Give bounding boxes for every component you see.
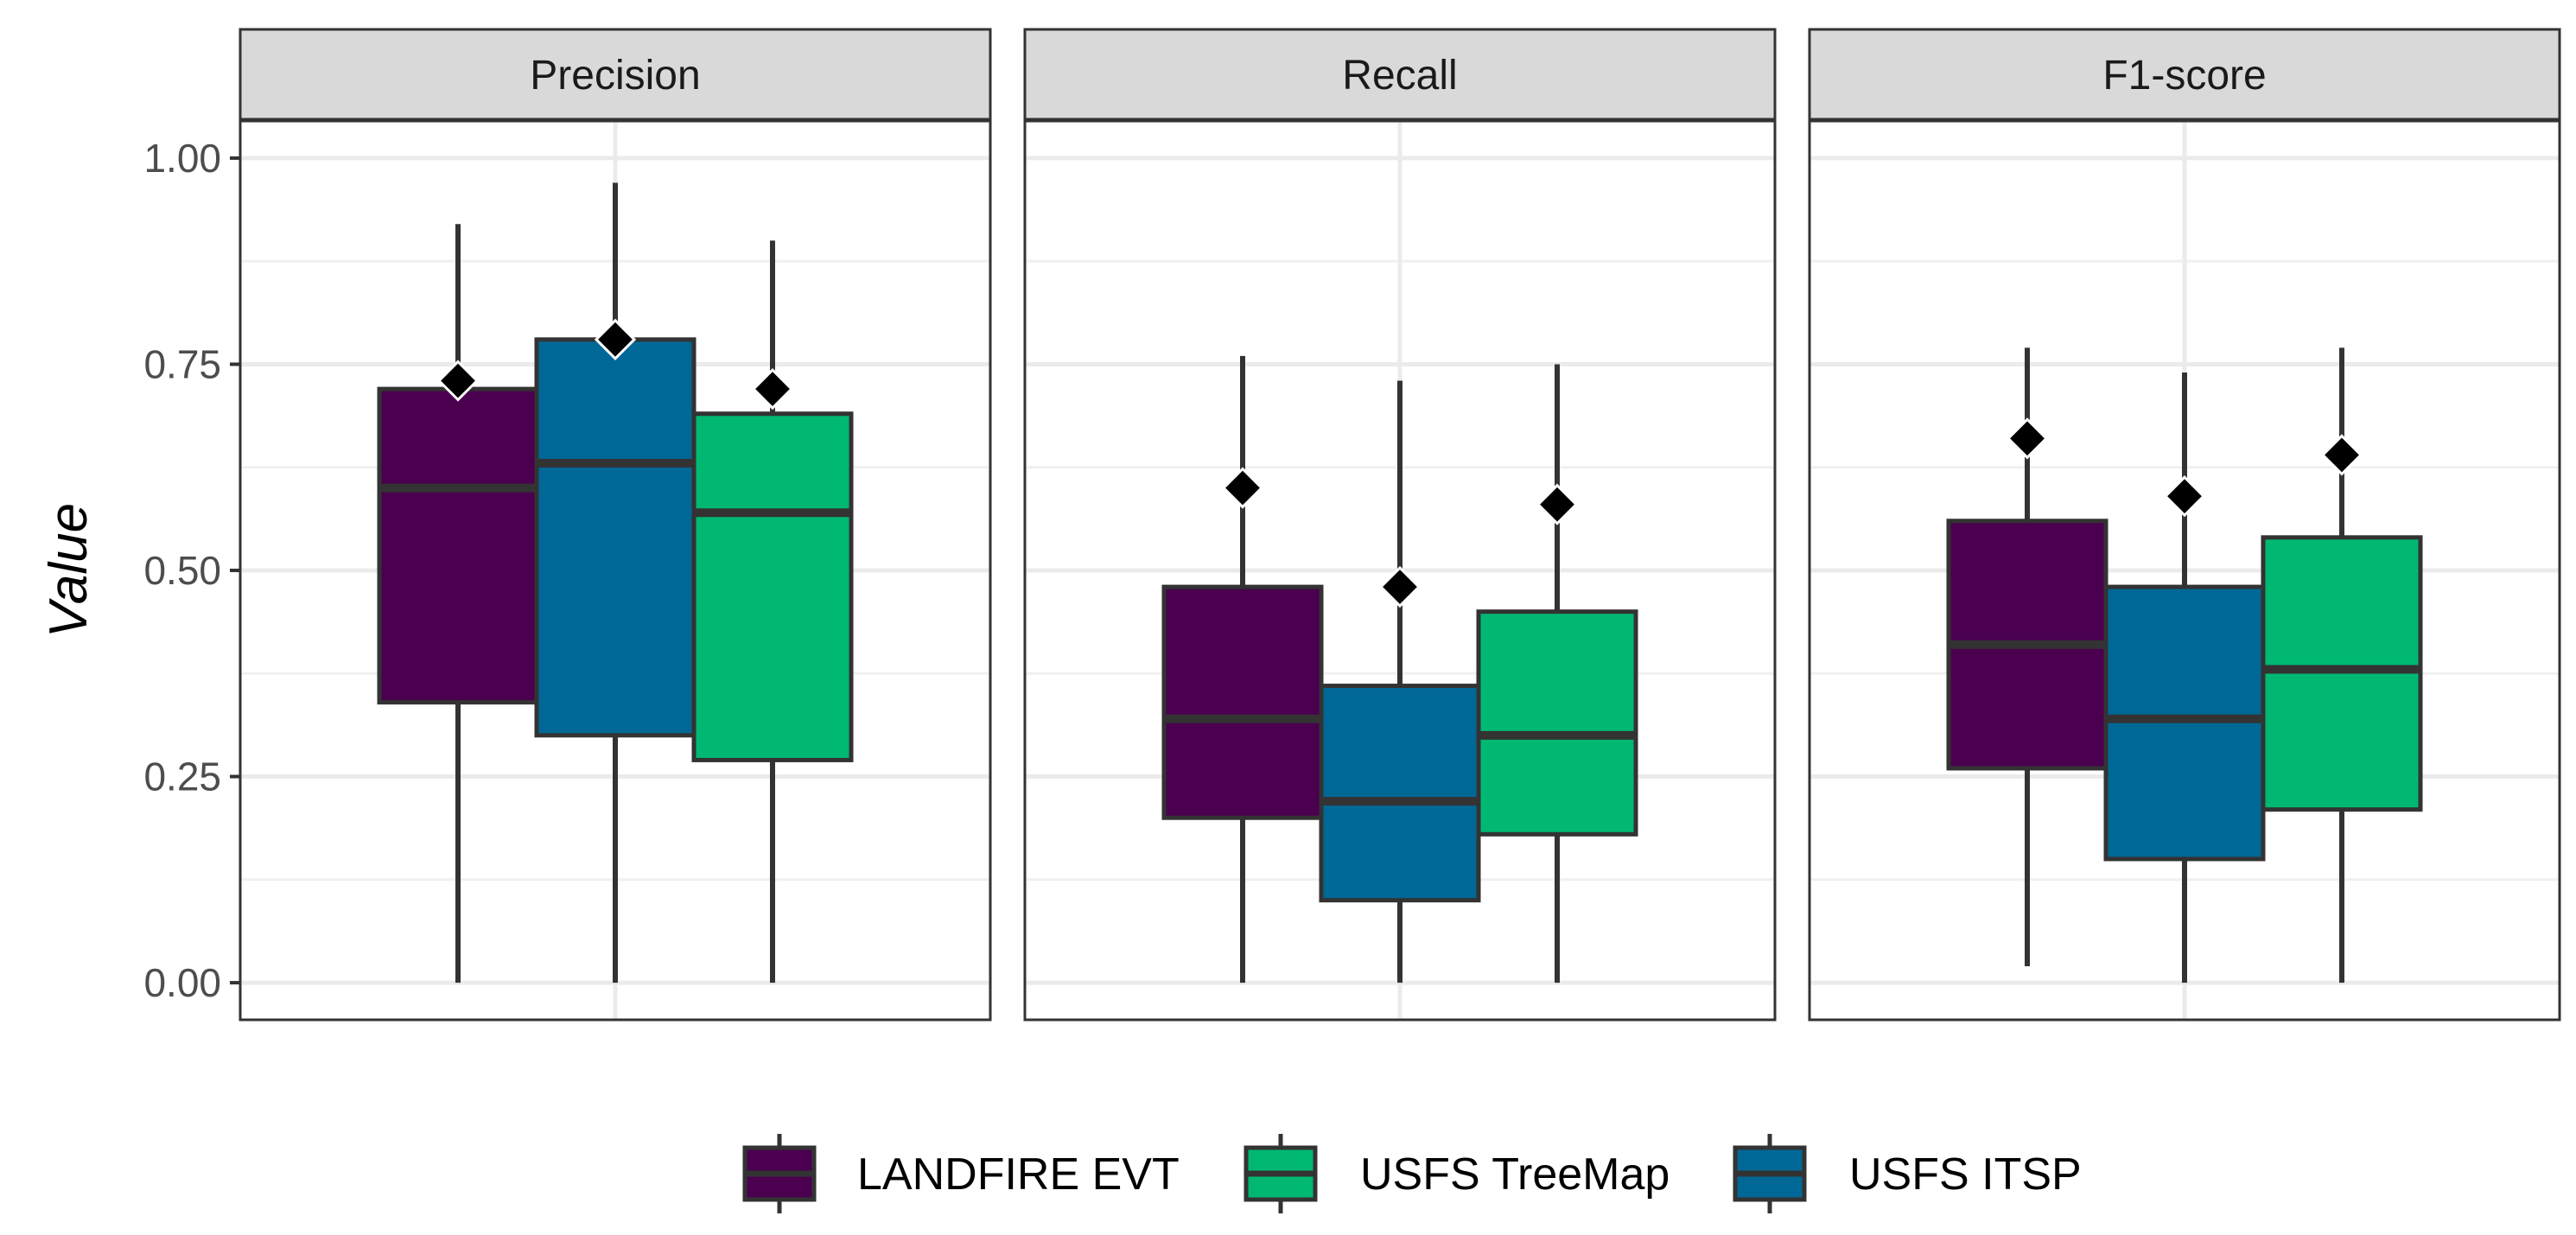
box-iqr	[691, 411, 854, 762]
y-tick-label: 1.00	[143, 136, 221, 181]
y-tick-label: 0.75	[143, 341, 221, 386]
panel-border	[1808, 119, 2561, 1022]
facet-strip	[1808, 28, 2561, 121]
box-usfs-treemap	[1476, 364, 1638, 984]
legend-label: USFS TreeMap	[1360, 1149, 1670, 1200]
mean-marker	[2320, 434, 2363, 476]
box-iqr	[377, 386, 539, 705]
facet-panel: Precision	[239, 28, 992, 1022]
mean-marker	[1536, 483, 1579, 525]
y-tick-label: 0.25	[143, 754, 221, 799]
box-usfs-itsp	[1319, 380, 1481, 984]
mean-marker	[436, 360, 480, 402]
box-iqr	[534, 337, 696, 738]
panels: Precision Recall F1-score	[239, 28, 2561, 1022]
box-usfs-treemap	[691, 240, 854, 984]
box-iqr	[1476, 609, 1638, 837]
box-iqr	[1319, 684, 1481, 903]
box-usfs-treemap	[2261, 347, 2423, 984]
mean-marker	[1221, 467, 1264, 509]
legend: LANDFIRE EVT USFS TreeMap USFS ITSP	[742, 1134, 2082, 1213]
legend-item: LANDFIRE EVT	[742, 1134, 1180, 1213]
y-tick-label: 0.00	[143, 960, 221, 1005]
facet-strip	[239, 28, 992, 121]
mean-marker	[1378, 565, 1422, 608]
facet-strip-label: Precision	[530, 53, 700, 99]
facet-panel: F1-score	[1808, 28, 2561, 1022]
y-axis-label: Value	[39, 503, 99, 638]
box-iqr	[1161, 584, 1324, 820]
box-landfire-evt	[377, 224, 539, 984]
legend-label: USFS ITSP	[1849, 1149, 2082, 1200]
legend-item: USFS ITSP	[1733, 1134, 2082, 1213]
facet-panel: Recall	[1023, 28, 1777, 1022]
facet-strip-label: F1-score	[2102, 53, 2266, 99]
mean-marker	[751, 367, 794, 411]
mean-marker	[594, 318, 637, 360]
mean-marker	[2163, 475, 2206, 518]
box-usfs-itsp	[534, 182, 696, 984]
mean-marker	[2006, 417, 2049, 460]
legend-item: USFS TreeMap	[1243, 1134, 1670, 1213]
facet-strip-label: Recall	[1342, 53, 1457, 99]
legend-label: LANDFIRE EVT	[857, 1149, 1180, 1200]
facet-strip	[1023, 28, 1777, 121]
y-axis: Value 0.00 0.25 0.50 0.75 1.00	[39, 136, 240, 1005]
panel-border	[1023, 119, 1777, 1022]
y-tick-label: 0.50	[143, 548, 221, 593]
